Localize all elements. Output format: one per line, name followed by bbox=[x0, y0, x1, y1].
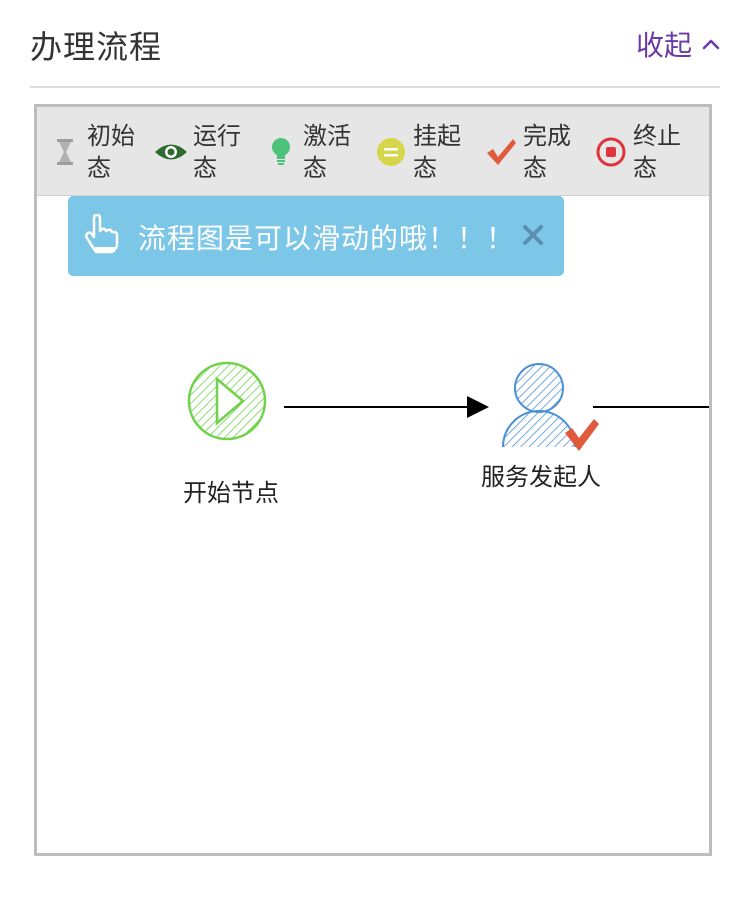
user-task-node[interactable] bbox=[502, 363, 599, 483]
stop-circle-icon bbox=[593, 137, 629, 167]
legend-item-terminated: 终止态 bbox=[593, 117, 685, 187]
tip-text: 流程图是可以滑动的哦！！！ bbox=[138, 222, 516, 255]
play-icon bbox=[215, 376, 245, 426]
hourglass-icon bbox=[47, 138, 83, 166]
start-event-node[interactable] bbox=[187, 361, 267, 441]
user-task-label: 服务发起人 bbox=[481, 463, 601, 491]
legend-item-initial: 初始态 bbox=[47, 117, 139, 187]
legend-item-complete: 完成态 bbox=[483, 117, 575, 187]
section-header: 办理流程 收起 bbox=[30, 14, 720, 74]
legend-label: 完成态 bbox=[523, 122, 571, 182]
legend-item-active: 激活态 bbox=[263, 117, 355, 187]
legend-label: 初始态 bbox=[87, 122, 135, 182]
eye-icon bbox=[153, 141, 189, 163]
start-node-label: 开始节点 bbox=[183, 479, 279, 507]
legend-label: 终止态 bbox=[633, 122, 681, 182]
flow-diagram-canvas[interactable] bbox=[37, 107, 709, 853]
legend-item-suspended: 挂起态 bbox=[373, 117, 465, 187]
legend-label: 运行态 bbox=[193, 122, 241, 182]
status-legend: 初始态 运行态 激活态 bbox=[37, 107, 709, 196]
sequence-flow-1 bbox=[284, 396, 489, 418]
flow-diagram-panel[interactable]: 初始态 运行态 激活态 bbox=[34, 104, 712, 856]
arrowhead-icon bbox=[467, 396, 489, 418]
header-divider bbox=[30, 86, 720, 88]
page-title: 办理流程 bbox=[30, 28, 163, 66]
swipe-tip-banner: 流程图是可以滑动的哦！！！ bbox=[68, 196, 564, 276]
chevron-up-icon bbox=[702, 39, 720, 50]
lightbulb-icon bbox=[263, 137, 299, 167]
equals-circle-icon bbox=[373, 137, 409, 167]
close-icon[interactable] bbox=[518, 220, 548, 250]
collapse-toggle-button[interactable]: 收起 bbox=[636, 24, 720, 64]
collapse-toggle-label: 收起 bbox=[635, 29, 692, 62]
checkmark-icon bbox=[483, 137, 519, 167]
legend-label: 挂起态 bbox=[413, 122, 461, 182]
complete-checkmark-icon bbox=[565, 419, 599, 451]
legend-item-running: 运行态 bbox=[153, 117, 245, 187]
pointing-hand-icon bbox=[84, 214, 119, 254]
legend-label: 激活态 bbox=[303, 122, 351, 182]
